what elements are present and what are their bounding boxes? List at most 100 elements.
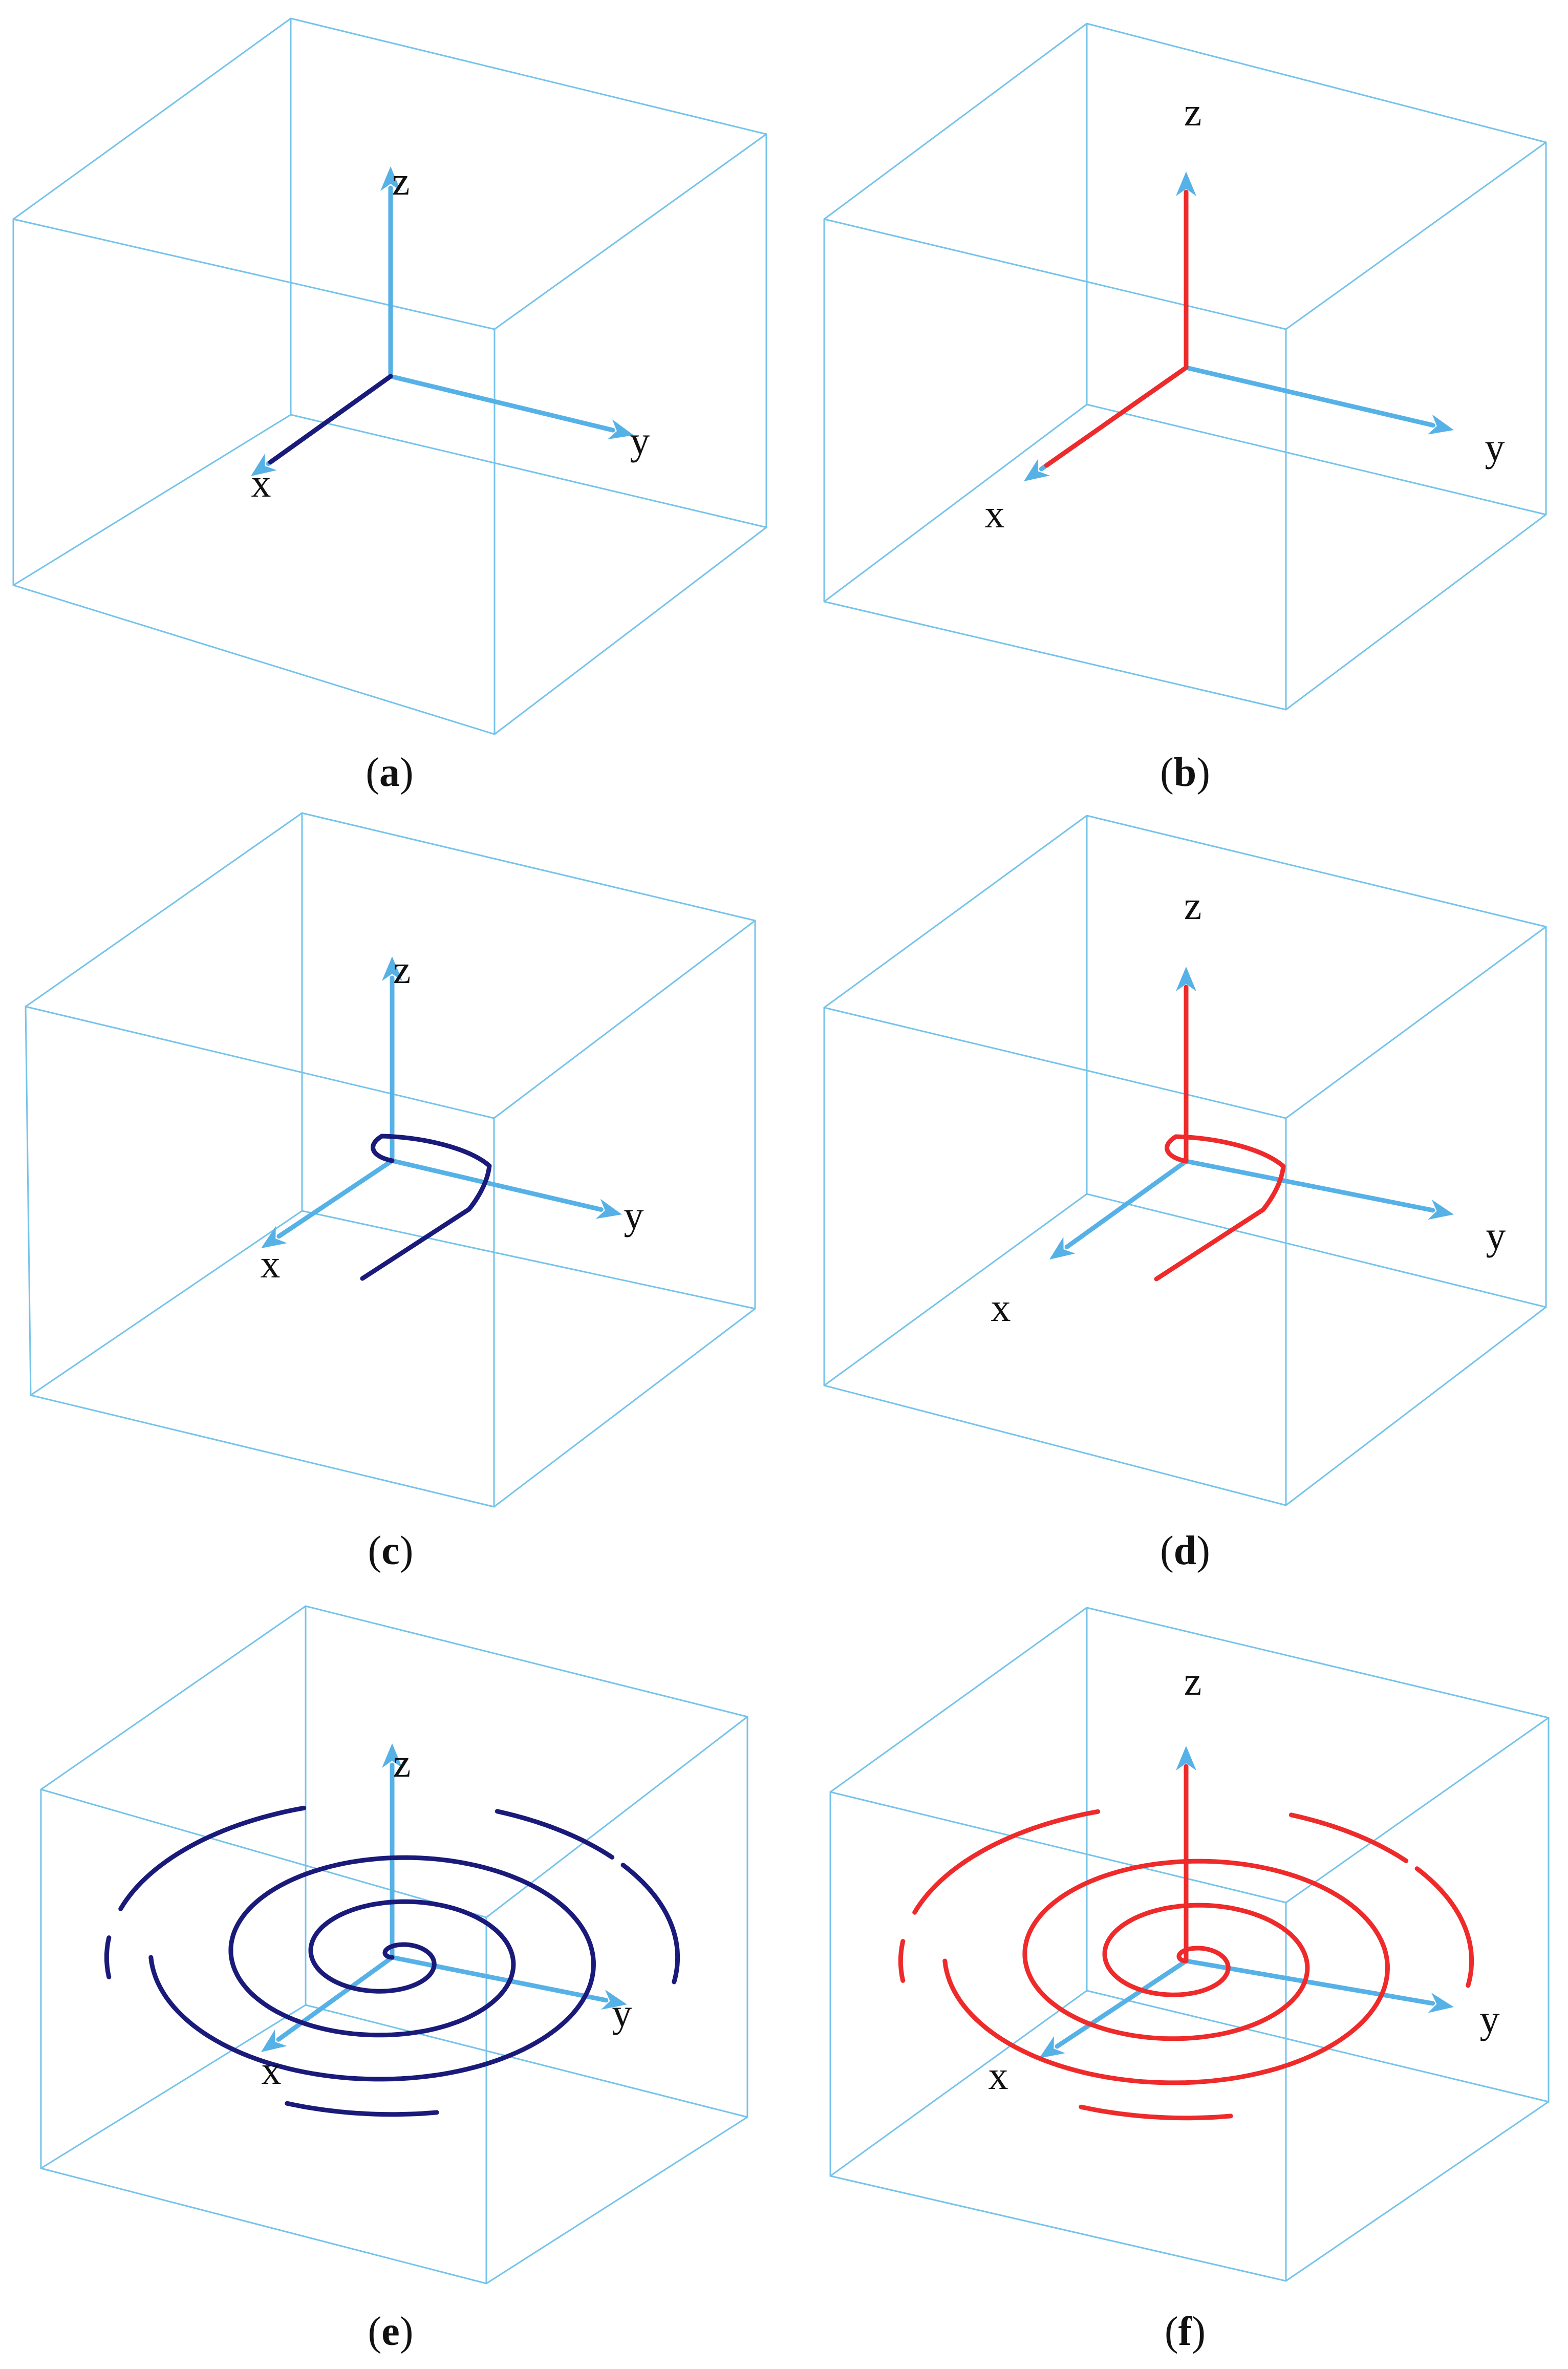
box-edge (823, 601, 1287, 711)
box-edge (290, 17, 767, 135)
box-edge (1086, 23, 1547, 143)
curve-outer-arc (1079, 2104, 1233, 2121)
y-axis-arrowhead (595, 1199, 622, 1219)
curve-outer-arc (898, 1939, 906, 1983)
curve-outer-arc (1288, 1812, 1409, 1863)
y-axis-label: y (630, 418, 650, 463)
box-edge (40, 2167, 487, 2285)
y-axis-label: y (1485, 425, 1505, 469)
x-axis-arrowhead (1049, 1236, 1076, 1260)
box-edge (1285, 1717, 1550, 1904)
y-axis-label: y (1480, 1997, 1500, 2041)
box-edge (1285, 926, 1547, 1119)
panel-a: x y z (a) (12, 17, 767, 795)
x-axis-arrowhead (251, 453, 277, 476)
x-axis-line (276, 1158, 395, 1239)
caption-letter: f (1178, 2309, 1193, 2354)
box-edge (40, 2004, 307, 2169)
box-edge (25, 1006, 32, 1396)
box-edge (493, 526, 767, 735)
box-edge (829, 1791, 1287, 1904)
y-axis-label: y (1486, 1213, 1506, 1258)
box-edge (1086, 403, 1547, 516)
y-axis-line (390, 1955, 609, 2003)
box-edge (823, 23, 1088, 220)
caption-close-paren: ) (1192, 2309, 1206, 2354)
x-axis-label: x (251, 461, 271, 505)
panel-caption: (c) (368, 1528, 414, 1573)
box-edge (823, 1007, 1287, 1119)
box-edge (305, 1605, 748, 1718)
box-edge (290, 414, 767, 528)
x-axis-line (1064, 1159, 1189, 1249)
box-edge (30, 1394, 495, 1508)
z-axis-arrowhead (380, 166, 401, 191)
panel-caption: (d) (1160, 1528, 1210, 1573)
box-edge (40, 1788, 487, 1918)
box-edge (1285, 514, 1547, 711)
curve-outer-arc (495, 1809, 615, 1860)
box-edge (829, 1990, 1088, 2177)
y-axis-line (388, 374, 615, 433)
curve-spiral (148, 1855, 596, 2082)
curve-hook (360, 1134, 492, 1281)
z-axis-label: z (392, 159, 410, 203)
y-axis-arrowhead (601, 1989, 627, 2010)
y-axis-arrowhead (607, 419, 634, 440)
box-edge (305, 2004, 748, 2118)
curve-outer-arc (104, 1935, 112, 1979)
box-edge (829, 2175, 1287, 2282)
box-edge (823, 218, 1287, 330)
caption-letter: a (379, 750, 400, 795)
box-edge (829, 1607, 1088, 1793)
caption-close-paren: ) (400, 2309, 414, 2354)
caption-close-paren: ) (1196, 750, 1210, 795)
panels-container: xyz(a)xyz(b)xyz(c)xyz(d)xyz(e)xyz(f) (12, 17, 1550, 2354)
x-axis-arrowhead (261, 2029, 287, 2052)
box-edge (30, 1210, 303, 1396)
x-axis-label: x (985, 492, 1005, 536)
x-axis-arrowhead (261, 1226, 288, 1248)
x-axis-label: x (261, 1242, 281, 1286)
curve-outer-arc (285, 2101, 439, 2117)
box-edge (301, 812, 756, 922)
z-axis-label: z (1184, 1659, 1202, 1703)
caption-close-paren: ) (400, 1528, 414, 1573)
x-axis-arrowhead (1039, 2036, 1066, 2058)
panel-caption: (a) (366, 750, 413, 795)
caption-open-paren: ( (366, 750, 379, 795)
box-edge (12, 584, 496, 735)
box-edge (25, 812, 303, 1008)
box-edge (1086, 815, 1547, 928)
y-axis-line (390, 1158, 604, 1212)
box-edge (493, 133, 767, 330)
z-axis-arrowhead (1176, 967, 1196, 991)
caption-close-paren: ) (400, 750, 414, 795)
caption-open-paren: ( (1160, 750, 1174, 795)
curve-outer-arc (912, 1809, 1101, 1915)
box-edge (823, 1384, 1287, 1506)
caption-letter: b (1174, 750, 1197, 795)
z-axis-arrowhead (1176, 1746, 1196, 1770)
panel-c: xyz(c) (25, 812, 756, 1573)
z-axis-arrowhead (1176, 172, 1196, 196)
z-axis-arrowhead (382, 956, 402, 981)
curve-x-segment (1044, 365, 1189, 468)
panel-b: x y z (b) (823, 23, 1547, 795)
caption-close-paren: ) (1196, 1528, 1210, 1573)
box-edge (1285, 2101, 1550, 2282)
y-axis-arrowhead (1428, 1200, 1454, 1220)
box-edge (485, 2116, 748, 2285)
x-axis-label: x (989, 2053, 1008, 2098)
box-edge (1285, 1306, 1547, 1506)
x-axis-label: x (262, 2048, 282, 2093)
panel-caption: (e) (368, 2309, 414, 2354)
x-axis-line (1055, 1958, 1189, 2049)
x-axis-label: x (991, 1285, 1011, 1330)
box-edge (25, 1006, 495, 1119)
caption-open-paren: ( (368, 2309, 382, 2354)
box-edge (40, 1605, 307, 1790)
z-axis-label: z (1184, 90, 1202, 134)
z-axis-label: z (393, 1741, 411, 1785)
